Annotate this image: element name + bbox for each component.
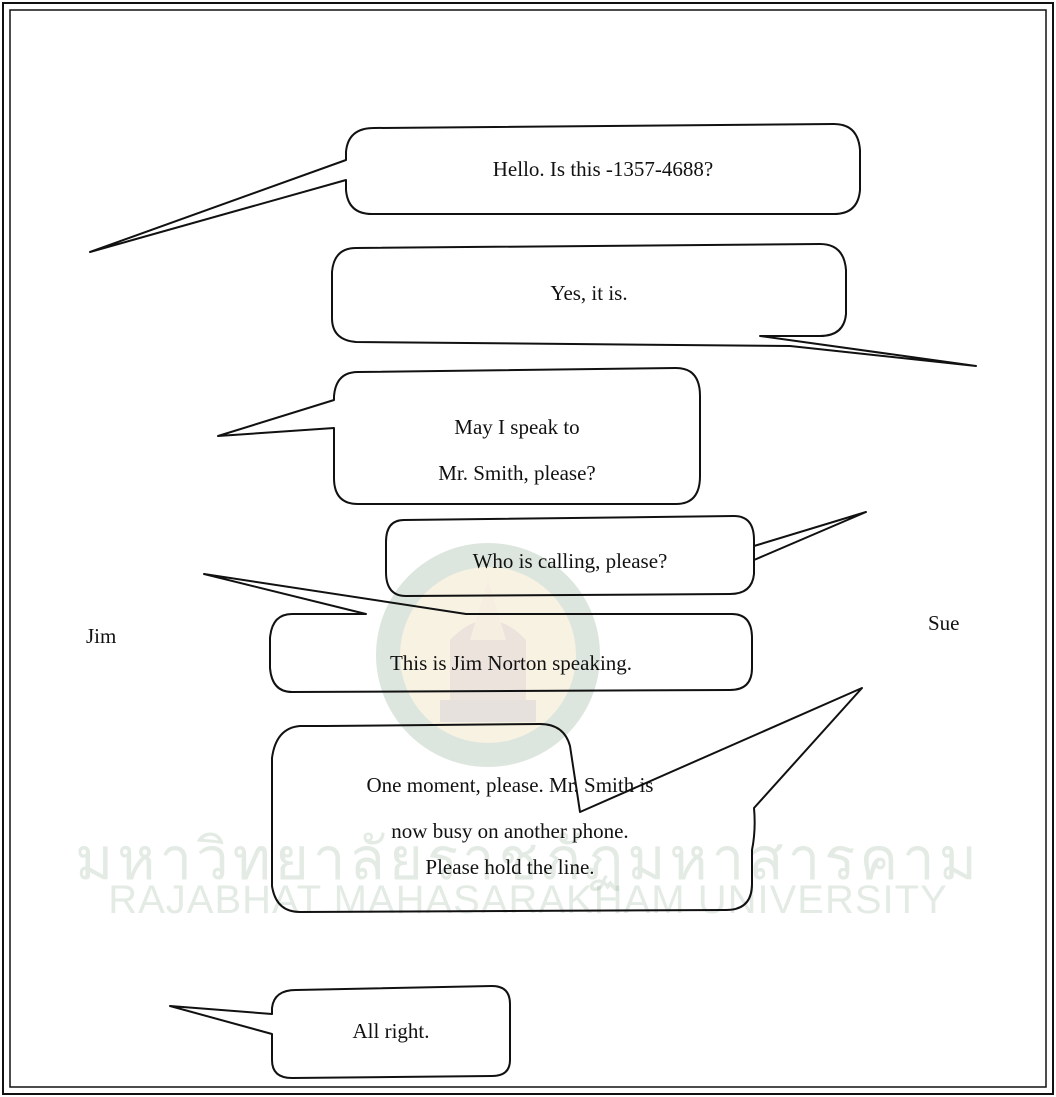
inner-border — [9, 9, 1047, 1088]
speech-bubble-1 — [89, 123, 861, 253]
bubble-5-line-1: This is Jim Norton speaking. — [389, 651, 633, 675]
bubble-7-text: All right. — [272, 1018, 510, 1044]
bubble-6-line-2: now busy on another phone. — [391, 819, 629, 843]
bubble-1-text: Hello. Is this -1357-4688? — [346, 156, 860, 182]
bubble-2-line-1: Yes, it is. — [550, 281, 628, 305]
bubble-6-line-3: Please hold the line. — [425, 855, 595, 879]
speaker-label-jim: Jim — [86, 624, 117, 648]
bubble-5-text: This is Jim Norton speaking. — [270, 650, 752, 676]
bubble-1-line-1: Hello. Is this -1357-4688? — [492, 157, 714, 181]
bubble-6-line-1: One moment, please. Mr. Smith is — [366, 773, 654, 797]
bubble-4-line-1: Who is calling, please? — [472, 549, 668, 573]
bubble-6-text: One moment, please. Mr. Smith is now bus… — [272, 762, 748, 890]
watermark-english-text: RAJABHAT MAHASARAKHAM UNIVERSITY — [108, 878, 948, 922]
bubble-3-line-1: May I speak to — [454, 415, 580, 439]
speaker-label-sue: Sue — [928, 611, 960, 635]
speech-bubble-3 — [217, 367, 701, 505]
speech-bubble-6 — [271, 687, 863, 913]
speech-bubble-2 — [331, 243, 977, 367]
speech-bubble-7 — [169, 985, 511, 1079]
speech-bubble-5 — [203, 573, 753, 693]
watermark-thai-text: มหาวิทยาลัยราชภัฏมหาสารคาม — [75, 827, 981, 892]
bubble-3-line-2: Mr. Smith, please? — [438, 461, 596, 485]
speech-bubble-4 — [385, 511, 867, 597]
bubble-4-text: Who is calling, please? — [386, 548, 754, 574]
bubble-7-line-1: All right. — [352, 1019, 430, 1043]
bubble-2-text: Yes, it is. — [332, 280, 846, 306]
bubble-3-text: May I speak to Mr. Smith, please? — [334, 404, 700, 496]
